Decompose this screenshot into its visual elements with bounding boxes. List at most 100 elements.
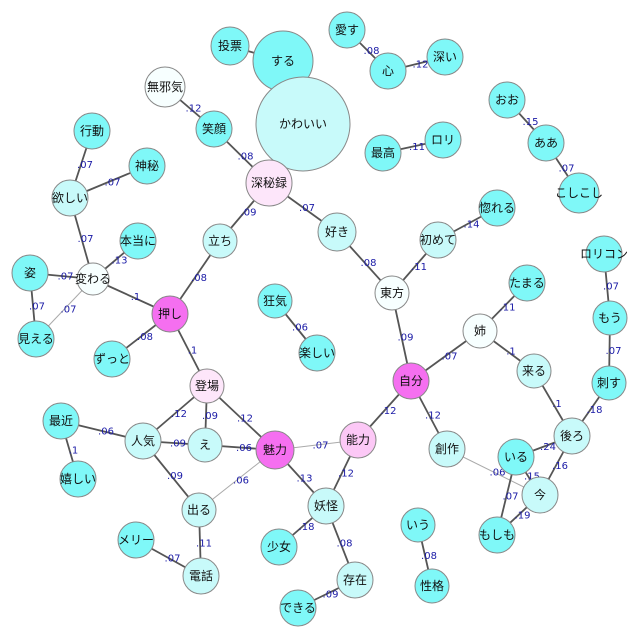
- node-oo: おお: [488, 81, 526, 119]
- node-label: 笑顔: [202, 121, 226, 136]
- node-merii: メリー: [117, 521, 155, 559]
- node-iu: いう: [400, 507, 436, 543]
- node-label: 姉: [474, 323, 486, 338]
- edge-weight-label: .07: [299, 203, 315, 214]
- node-circle: [414, 568, 450, 604]
- node-dekiru: できる: [279, 589, 317, 627]
- node-circle: [73, 112, 111, 150]
- edge-weight-label: .11: [409, 142, 425, 153]
- node-circle: [51, 179, 89, 217]
- node-label: 狂気: [263, 293, 287, 308]
- node-ninki: 人気: [124, 422, 162, 460]
- edge-weight-label: .12: [425, 411, 441, 422]
- node-label: 愛す: [335, 23, 359, 37]
- edge-weight-label: .07: [442, 352, 458, 363]
- node-circle: [369, 52, 407, 90]
- node-label: 変わる: [75, 271, 111, 286]
- node-circle: [255, 76, 351, 172]
- edge-weight-label: .07: [105, 178, 121, 189]
- edge-weight-label: .1: [131, 292, 141, 303]
- node-circle: [516, 353, 552, 389]
- node-egao: 笑顔: [195, 110, 233, 148]
- node-label: 惚れる: [479, 200, 515, 215]
- node-label: できる: [280, 601, 316, 615]
- node-label: ああ: [534, 136, 558, 150]
- node-circle: [478, 516, 516, 554]
- node-denwa: 電話: [182, 557, 220, 595]
- node-suki: 好き: [317, 212, 357, 252]
- node-circle: [527, 124, 565, 162]
- node-circle: [260, 528, 298, 566]
- edge-weight-label: .18: [299, 522, 315, 533]
- node-circle: [144, 66, 186, 108]
- node-circle: [419, 221, 457, 259]
- node-label: 人気: [131, 433, 155, 448]
- node-miryoku: 魅力: [255, 430, 295, 470]
- node-circle: [187, 427, 223, 463]
- node-tachi: 立ち: [202, 223, 238, 259]
- node-label: 無邪気: [147, 79, 183, 94]
- node-sugata: 姿: [11, 254, 49, 292]
- node-circle: [202, 223, 238, 259]
- node-aisu: 愛す: [328, 11, 366, 49]
- node-label: メリー: [118, 533, 154, 547]
- node-label: もしも: [479, 528, 515, 542]
- node-circle: [592, 300, 628, 336]
- edge-weight-label: .07: [503, 492, 519, 503]
- node-suru: する: [252, 30, 314, 92]
- node-tanoshii: 楽しい: [298, 334, 336, 372]
- node-nouryoku: 能力: [339, 421, 377, 459]
- node-ushiro: 後ろ: [553, 417, 591, 455]
- node-label: 自分: [399, 374, 423, 388]
- node-label: 東方: [380, 285, 404, 300]
- node-kuru: 来る: [516, 353, 552, 389]
- edge-weight-label: .07: [61, 305, 77, 316]
- node-circle: [255, 430, 295, 470]
- node-circle: [210, 26, 250, 66]
- node-circle: [462, 313, 498, 349]
- node-label: 登場: [195, 378, 219, 393]
- node-label: 好き: [325, 225, 349, 239]
- node-circle: [17, 320, 55, 358]
- node-koudou: 行動: [73, 112, 111, 150]
- node-toujou: 登場: [189, 368, 225, 404]
- node-label: 神秘: [135, 159, 159, 173]
- node-circle: [93, 340, 131, 378]
- node-layer: するかわいい投票愛す心深い無邪気笑顔おおああこしこし最高ロリ行動神秘欲しい深秘録…: [11, 11, 628, 627]
- edge-weight-label: .09: [398, 333, 414, 344]
- node-circle: [339, 421, 377, 459]
- node-label: 嬉しい: [60, 472, 96, 486]
- node-label: 電話: [189, 568, 213, 583]
- node-circle: [128, 147, 166, 185]
- node-circle: [119, 222, 157, 260]
- edge-weight-label: .09: [167, 471, 183, 482]
- edge-weight-label: .11: [411, 262, 427, 273]
- node-zutto: ずっと: [93, 340, 131, 378]
- node-label: 本当に: [120, 234, 156, 248]
- node-shoujo: 少女: [260, 528, 298, 566]
- edge-weight-label: .15: [524, 472, 540, 483]
- node-circle: [117, 521, 155, 559]
- node-tamaru: たまる: [508, 264, 546, 302]
- node-circle: [521, 476, 559, 514]
- node-circle: [328, 11, 366, 49]
- node-circle: [424, 121, 462, 159]
- node-moshimo: もしも: [478, 516, 516, 554]
- node-label: ずっと: [94, 352, 130, 366]
- edge-weight-label: .08: [421, 551, 437, 562]
- node-saikin: 最近: [42, 402, 80, 440]
- node-circle: [11, 254, 49, 292]
- node-circle: [591, 365, 627, 401]
- node-label: 投票: [218, 38, 242, 53]
- edge-weight-label: .08: [337, 539, 353, 550]
- edge-weight-label: .07: [606, 346, 622, 357]
- node-label: ロリ: [431, 133, 455, 147]
- node-circle: [374, 275, 410, 311]
- node-circle: [76, 262, 110, 296]
- node-label: 押し: [158, 307, 182, 321]
- node-ima: 今: [521, 476, 559, 514]
- node-circle: [336, 561, 374, 599]
- node-label: 最高: [371, 145, 395, 160]
- edge-weight-label: .06: [236, 443, 252, 454]
- edge-weight-label: .07: [165, 554, 181, 565]
